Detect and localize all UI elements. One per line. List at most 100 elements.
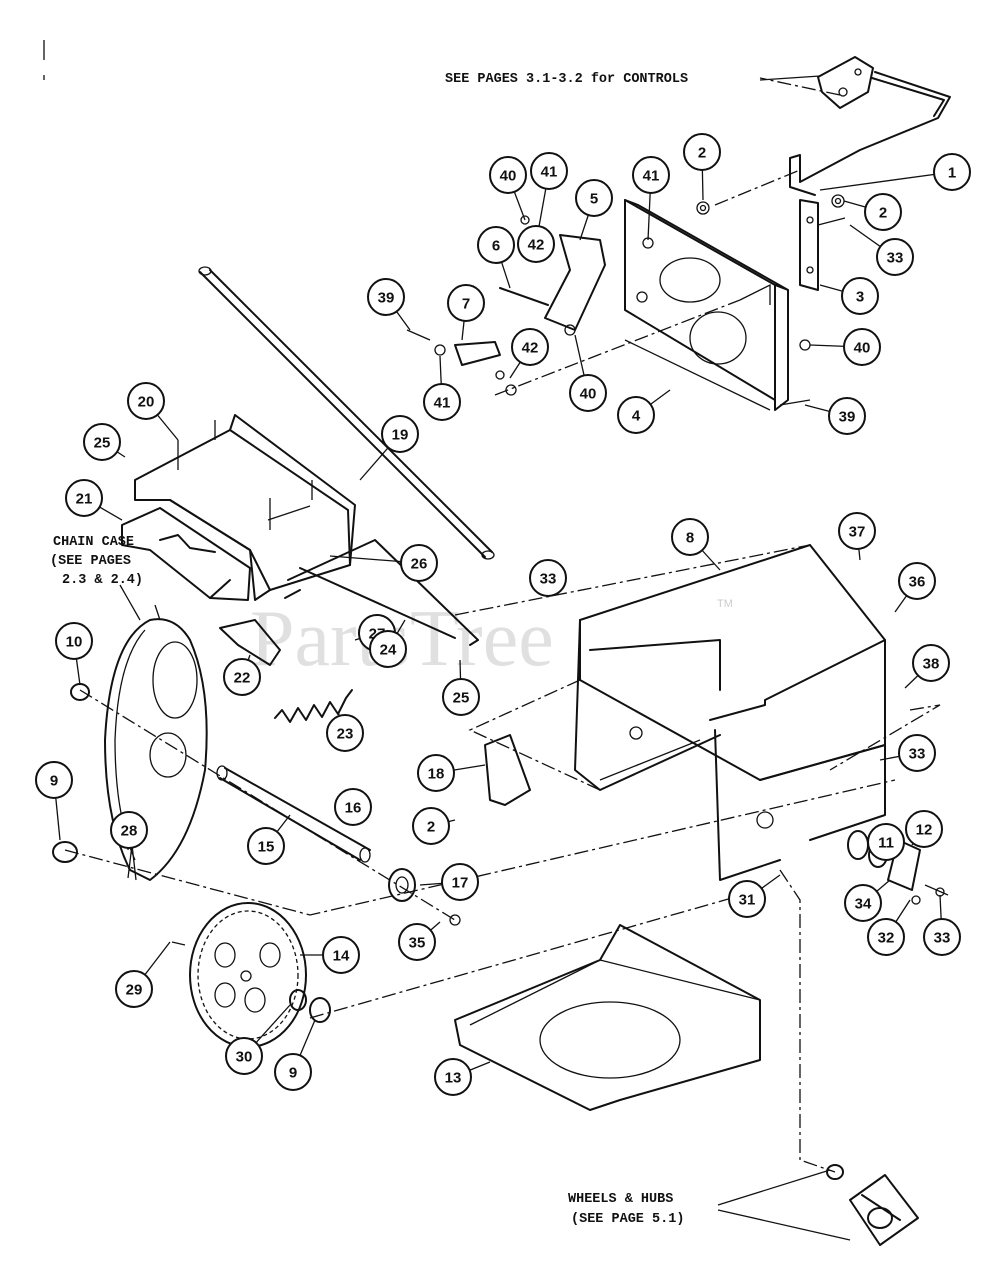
- callout-label: 42: [528, 237, 545, 254]
- housing-21: [121, 507, 251, 601]
- callout-label: 36: [909, 574, 926, 591]
- callout-label: 25: [453, 690, 470, 707]
- main-frame-8: [574, 544, 886, 881]
- hole: [806, 266, 814, 274]
- wheel-hub: [826, 1164, 919, 1246]
- callout-circle: [223, 658, 261, 696]
- callout-circle: [55, 622, 93, 660]
- callout-circle: [367, 278, 405, 316]
- callout-label: 41: [434, 395, 451, 412]
- callout-circle: [115, 970, 153, 1008]
- callout-label: 23: [337, 726, 354, 743]
- callout-circle: [867, 918, 905, 956]
- callout-label: 2: [879, 205, 887, 222]
- callout-label: 13: [445, 1070, 462, 1087]
- note-arrow: [717, 1169, 831, 1206]
- callout-label: 41: [541, 164, 558, 181]
- callout-circle: [477, 226, 515, 264]
- callout-label: 32: [878, 930, 895, 947]
- callout-label: 2: [698, 145, 706, 162]
- callout-circle: [441, 863, 479, 901]
- control-rod: [789, 56, 951, 196]
- note-chain-case-2: (SEE PAGES: [50, 554, 131, 569]
- callout-label: 11: [878, 835, 894, 852]
- callout-circle: [632, 156, 670, 194]
- callout-label: 30: [236, 1049, 253, 1066]
- callout-circle: [912, 644, 950, 682]
- lever-22: [219, 619, 281, 666]
- callout-label: 14: [333, 948, 350, 965]
- callout-label: 4: [632, 408, 641, 425]
- callout-label: 40: [500, 168, 517, 185]
- link-7: [454, 341, 501, 366]
- bracket-18: [484, 734, 531, 806]
- callout-label: 26: [411, 556, 428, 573]
- callout-label: 7: [462, 296, 470, 313]
- callout-circle: [489, 156, 527, 194]
- callout-label: 39: [839, 409, 856, 426]
- callout-label: 42: [522, 340, 539, 357]
- callout-circle: [575, 179, 613, 217]
- callout-label: 22: [234, 670, 251, 687]
- callout-circle: [898, 562, 936, 600]
- callout-circle: [417, 754, 455, 792]
- hole: [806, 216, 814, 224]
- callout-circle: [671, 518, 709, 556]
- callout-circle: [225, 1037, 263, 1075]
- callout-label: 33: [887, 250, 904, 267]
- rod-24: [299, 567, 456, 639]
- callout-label: 15: [258, 839, 275, 856]
- callout-label: 33: [934, 930, 951, 947]
- callout-circle: [898, 734, 936, 772]
- callout-circle: [923, 918, 961, 956]
- callout-circle: [398, 923, 436, 961]
- callout-label: 28: [121, 823, 138, 840]
- callout-circle: [447, 284, 485, 322]
- callout-circle: [274, 1053, 312, 1091]
- callout-label: 25: [94, 435, 111, 452]
- callout-label: 38: [923, 656, 940, 673]
- callout-label: 10: [66, 634, 83, 651]
- callout-circle: [511, 328, 549, 366]
- callout-circle: [412, 807, 450, 845]
- callout-label: 33: [540, 571, 557, 588]
- note-chain-case-3: 2.3 & 2.4): [62, 573, 143, 588]
- callout-label: 2: [427, 819, 435, 836]
- callout-circle: [529, 559, 567, 597]
- assembly-lines: [64, 77, 941, 1173]
- callout-circle: [400, 544, 438, 582]
- note-arrow: [759, 75, 821, 81]
- callout-label: 20: [138, 394, 155, 411]
- callout-circle: [838, 512, 876, 550]
- callout-circle: [933, 153, 971, 191]
- note-arrow: [119, 584, 141, 621]
- callout-label: 6: [492, 238, 500, 255]
- rod-26: [287, 539, 479, 646]
- callout-circle: [841, 277, 879, 315]
- sprocket-17: [388, 868, 416, 902]
- callout-circle: [65, 479, 103, 517]
- callout-label: 34: [855, 896, 872, 913]
- callout-circle: [83, 423, 121, 461]
- callout-circle: [322, 936, 360, 974]
- rod-end: [284, 589, 301, 599]
- callout-circle: [905, 810, 943, 848]
- callout-label: 17: [452, 875, 469, 892]
- callout-circle: [434, 1058, 472, 1096]
- callout-label: 9: [289, 1065, 297, 1082]
- note-chain-case-1: CHAIN CASE: [53, 535, 134, 550]
- shaft-19: [198, 266, 495, 560]
- callout-label: 40: [580, 386, 597, 403]
- housing-20: [134, 414, 356, 601]
- callout-circle: [381, 415, 419, 453]
- callout-circle: [728, 880, 766, 918]
- callout-label: 19: [392, 427, 409, 444]
- callout-circle: [843, 328, 881, 366]
- callout-label: 8: [686, 530, 694, 547]
- callout-label: 35: [409, 935, 426, 952]
- hardware: [406, 194, 846, 406]
- callout-circle: [876, 238, 914, 276]
- callout-circle: [442, 678, 480, 716]
